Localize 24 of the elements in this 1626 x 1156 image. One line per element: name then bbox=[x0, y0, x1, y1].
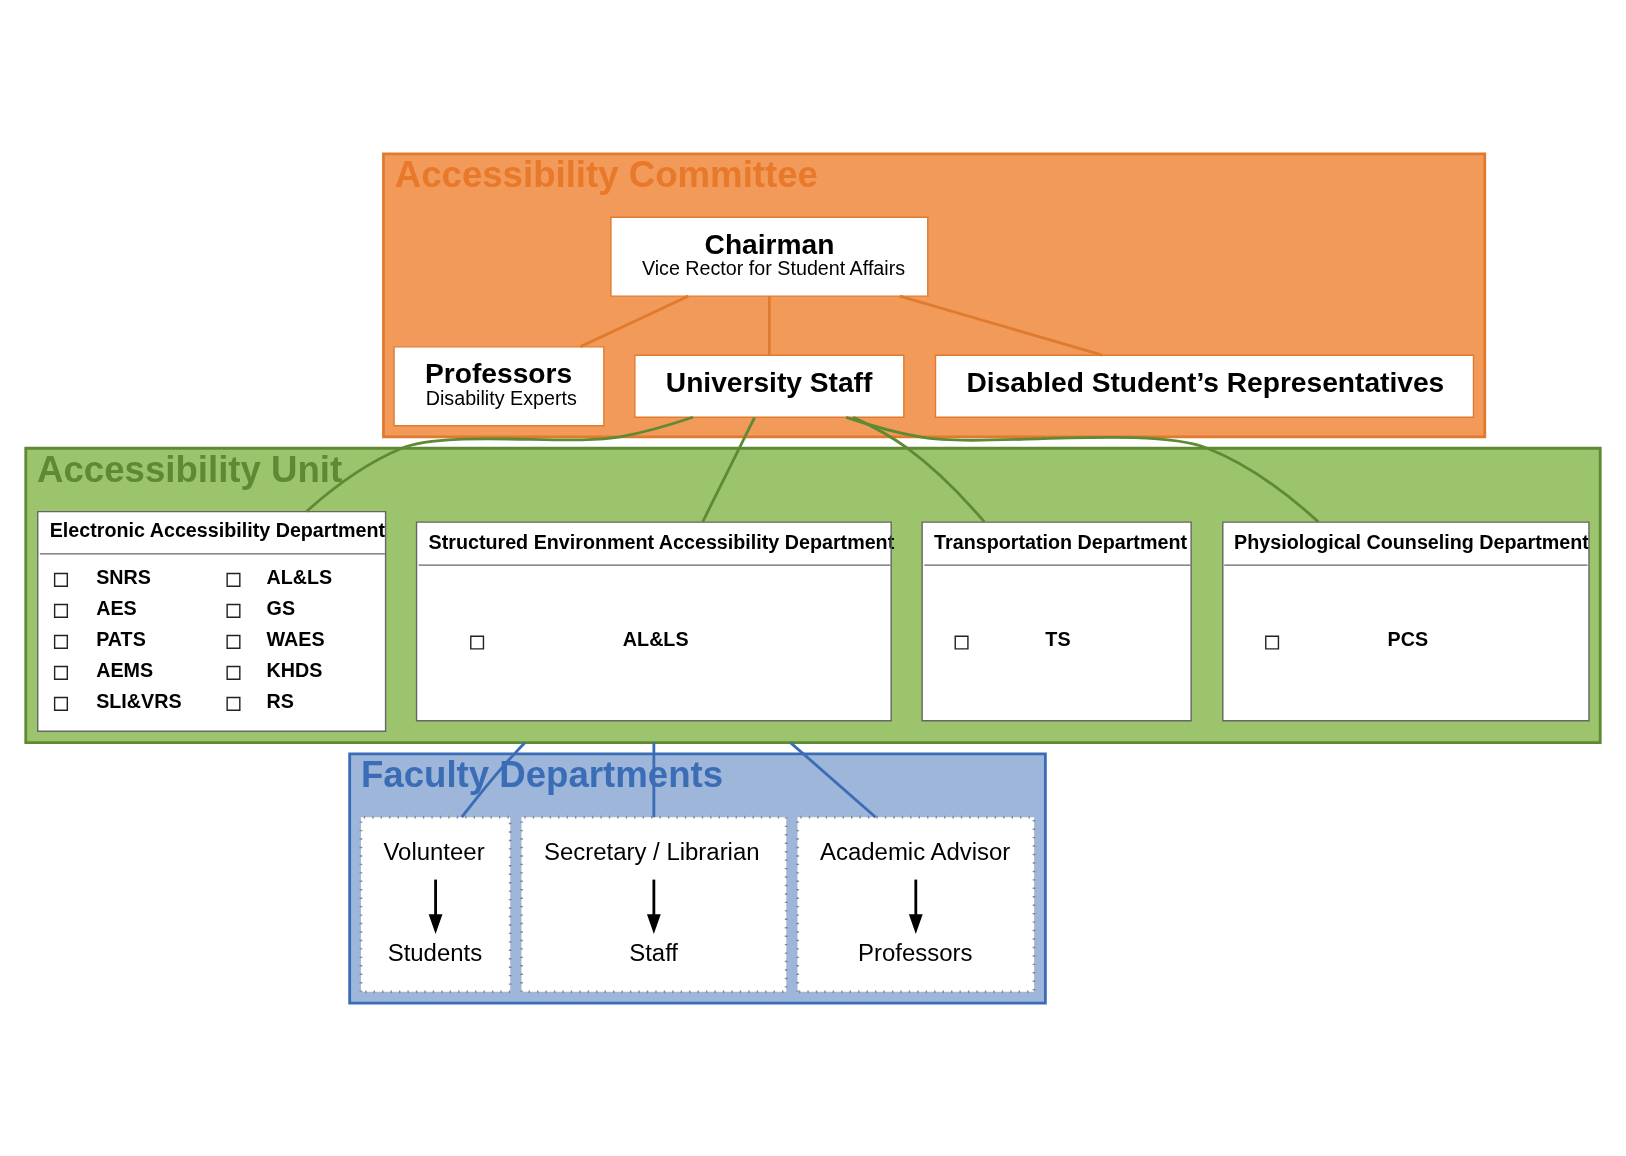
node-text: Academic Advisor bbox=[820, 837, 1011, 865]
arrow bbox=[646, 879, 661, 934]
connector bbox=[845, 415, 1320, 523]
node-box: Chairman Vice Rector for Student Affairs bbox=[610, 216, 929, 297]
node-text: Staff bbox=[629, 938, 679, 966]
node-text: Secretary / Librarian bbox=[544, 837, 760, 865]
node-box: University Staff bbox=[634, 354, 905, 418]
connector bbox=[789, 741, 877, 818]
node-text: Students bbox=[387, 938, 483, 966]
arrow bbox=[908, 879, 923, 934]
arrow bbox=[428, 879, 443, 934]
node-text: Professors bbox=[858, 938, 973, 966]
connector bbox=[767, 295, 771, 355]
connector bbox=[852, 415, 986, 523]
cluster bbox=[520, 815, 788, 993]
node-text: Volunteer bbox=[383, 837, 485, 865]
connector bbox=[899, 294, 1103, 356]
connector bbox=[460, 741, 527, 818]
cluster bbox=[359, 815, 512, 993]
connector bbox=[305, 415, 694, 512]
node-box: Disabled Student’s Representatives bbox=[934, 354, 1475, 418]
connector bbox=[579, 294, 689, 348]
node-box: Professors Disability Experts bbox=[393, 345, 605, 426]
cluster bbox=[796, 815, 1036, 993]
